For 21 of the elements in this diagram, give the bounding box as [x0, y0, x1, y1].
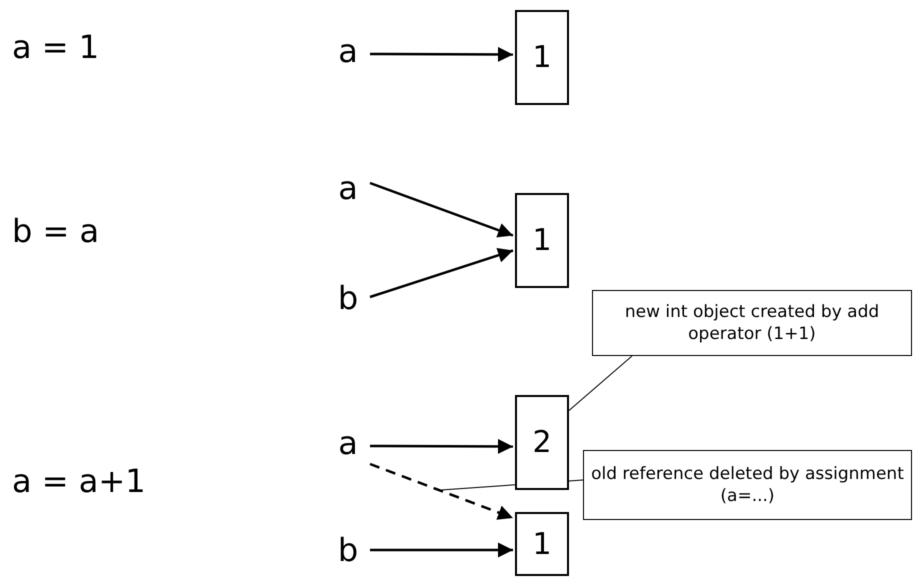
- leader-line: [568, 356, 632, 411]
- object-box: 1: [515, 10, 569, 105]
- arrow: [370, 182, 514, 238]
- variable-name: b: [330, 275, 366, 321]
- assignment-statement: a = a+1: [12, 462, 146, 500]
- object-box: 1: [515, 512, 569, 576]
- variable-name: a: [330, 28, 366, 74]
- assignment-statement: b = a: [12, 212, 100, 250]
- assignment-statement: a = 1: [12, 28, 100, 66]
- callout-box: new int object created by add operator (1+1): [592, 290, 912, 356]
- variable-name: a: [330, 165, 366, 211]
- variable-name: a: [330, 420, 366, 466]
- variable-name: b: [330, 527, 366, 573]
- dashed-arrow: [370, 462, 514, 520]
- arrow: [370, 46, 513, 62]
- arrow: [370, 542, 513, 558]
- callout-box: old reference deleted by assignment (a=...): [583, 450, 912, 520]
- arrow: [370, 438, 513, 454]
- object-box: 1: [515, 193, 569, 288]
- object-box: 2: [515, 395, 569, 490]
- arrow: [370, 248, 514, 298]
